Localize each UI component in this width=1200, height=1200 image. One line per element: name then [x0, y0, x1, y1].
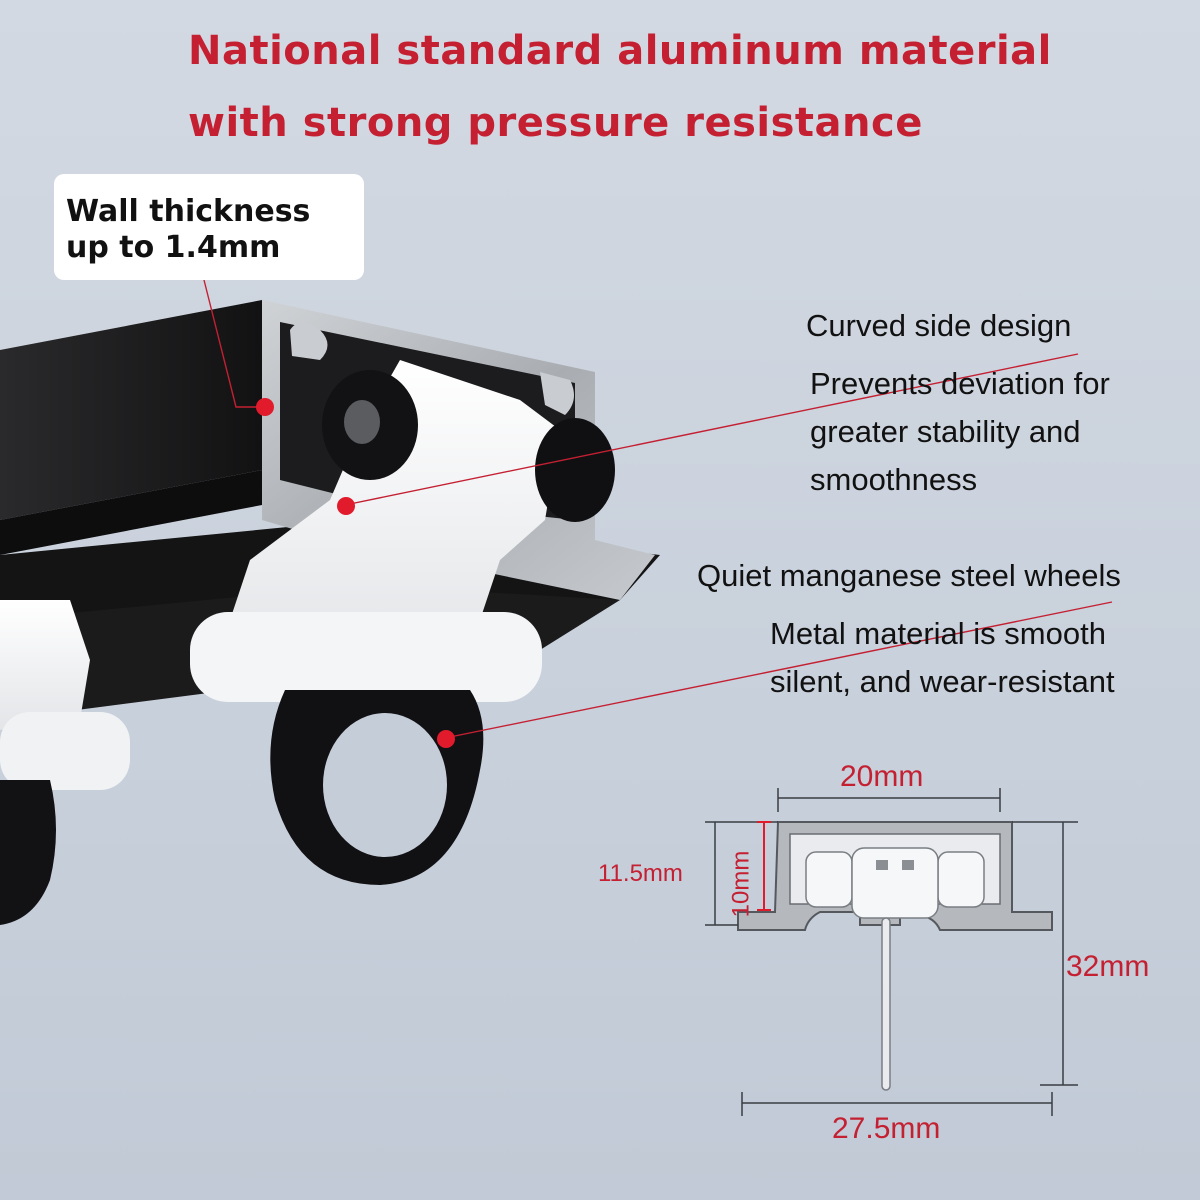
wall-thickness-line1: Wall thickness	[66, 194, 311, 229]
glider-plate	[190, 612, 542, 702]
cross-section-drawing	[737, 821, 1053, 1091]
curved-side-desc3: smoothness	[810, 462, 978, 497]
curved-side-title: Curved side design	[806, 308, 1072, 343]
wheels-desc2: silent, and wear-resistant	[770, 664, 1115, 699]
dimension-inner-red	[757, 821, 771, 911]
wheel-right	[535, 418, 615, 522]
dimension-top-width: 20mm	[840, 760, 924, 793]
dimension-total-height: 32mm	[1066, 950, 1150, 983]
headline-line2: with strong pressure resistance	[188, 100, 923, 146]
dimension-bottom-width: 27.5mm	[832, 1112, 941, 1145]
wheels-title: Quiet manganese steel wheels	[697, 558, 1121, 593]
wall-thickness-callout: Wall thickness up to 1.4mm	[54, 174, 364, 280]
glider-back	[0, 600, 130, 925]
curved-side-desc2: greater stability and	[810, 414, 1081, 449]
callout-lines	[203, 279, 1113, 739]
dimension-inner-height: 10mm	[727, 850, 755, 918]
glider-front	[190, 360, 615, 885]
callout-dots	[256, 398, 455, 748]
headline-line1: National standard aluminum material	[188, 28, 1052, 74]
wheels-desc1: Metal material is smooth	[770, 616, 1106, 651]
wall-thickness-line2: up to 1.4mm	[66, 230, 281, 265]
dimension-lines	[705, 788, 1078, 1116]
curved-side-desc1: Prevents deviation for	[810, 366, 1110, 401]
dimension-outer-height: 11.5mm	[598, 860, 683, 887]
